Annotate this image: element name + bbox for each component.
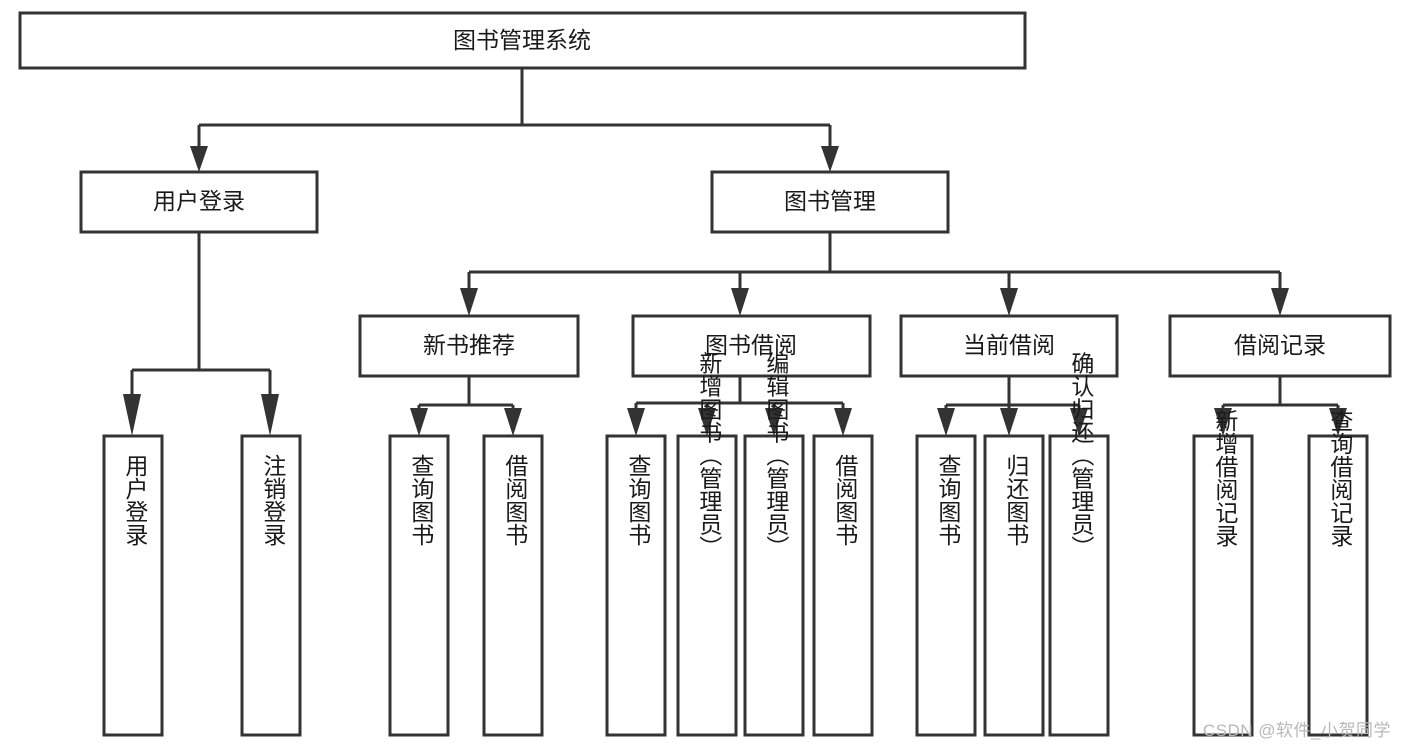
connector-newbook-to-leaves xyxy=(410,376,522,436)
node-leaf-logout[interactable]: 注销登录 xyxy=(240,434,302,737)
node-book-management-label: 图书管理 xyxy=(784,188,876,214)
node-new-book-recommend[interactable]: 新书推荐 xyxy=(358,314,580,378)
node-leaf-add-book-label: 新增图书（管理员） xyxy=(696,352,723,559)
node-leaf-query-borrow-record-label: 查询借阅记录 xyxy=(1327,409,1354,547)
node-leaf-borrow-book-2[interactable]: 借阅图书 xyxy=(812,434,874,737)
connector-login-to-leaves xyxy=(123,232,279,436)
node-leaf-add-borrow-record[interactable]: 新增借阅记录 xyxy=(1192,409,1254,737)
node-leaf-query-book-2[interactable]: 查询图书 xyxy=(605,434,667,737)
node-current-borrow-label: 当前借阅 xyxy=(963,332,1055,358)
node-leaf-confirm-return-label: 确认归还（管理员） xyxy=(1068,352,1095,559)
node-leaf-query-borrow-record[interactable]: 查询借阅记录 xyxy=(1307,409,1369,737)
connector-record-to-leaves xyxy=(1214,376,1347,436)
node-new-book-recommend-label: 新书推荐 xyxy=(423,332,515,358)
node-book-borrow[interactable]: 图书借阅 xyxy=(631,314,872,378)
node-leaf-confirm-return[interactable]: 确认归还（管理员） xyxy=(1048,352,1110,737)
node-user-login[interactable]: 用户登录 xyxy=(79,170,319,234)
node-book-borrow-label: 图书借阅 xyxy=(705,332,797,358)
node-root-label: 图书管理系统 xyxy=(453,27,591,53)
node-leaf-user-login-label: 用户登录 xyxy=(122,454,149,546)
node-book-management[interactable]: 图书管理 xyxy=(710,170,950,234)
connector-current-to-leaves xyxy=(937,376,1088,436)
node-leaf-add-book[interactable]: 新增图书（管理员） xyxy=(676,352,738,737)
node-user-login-label: 用户登录 xyxy=(153,188,245,214)
node-root[interactable]: 图书管理系统 xyxy=(18,11,1027,70)
node-leaf-query-book-3-label: 查询图书 xyxy=(935,454,962,546)
connector-root-to-level2 xyxy=(190,68,839,172)
connector-bookmgmt-to-level3 xyxy=(460,232,1289,316)
node-leaf-borrow-book-1-label: 借阅图书 xyxy=(502,454,529,546)
node-leaf-return-book-label: 归还图书 xyxy=(1003,454,1030,546)
node-leaf-user-login[interactable]: 用户登录 xyxy=(102,434,164,737)
node-leaf-query-book-1-label: 查询图书 xyxy=(408,454,435,546)
node-leaf-edit-book[interactable]: 编辑图书（管理员） xyxy=(743,352,805,737)
node-leaf-borrow-book-1[interactable]: 借阅图书 xyxy=(482,434,544,737)
node-leaf-query-book-3[interactable]: 查询图书 xyxy=(915,434,977,737)
node-leaf-add-borrow-record-label: 新增借阅记录 xyxy=(1212,409,1239,547)
node-borrow-record-label: 借阅记录 xyxy=(1234,332,1326,358)
node-leaf-return-book[interactable]: 归还图书 xyxy=(983,434,1045,737)
node-leaf-borrow-book-2-label: 借阅图书 xyxy=(832,454,859,546)
node-current-borrow[interactable]: 当前借阅 xyxy=(899,314,1119,378)
connector-borrow-to-leaves xyxy=(627,376,852,436)
node-leaf-logout-label: 注销登录 xyxy=(260,454,287,546)
node-leaf-edit-book-label: 编辑图书（管理员） xyxy=(763,352,790,559)
node-leaf-query-book-2-label: 查询图书 xyxy=(625,454,652,546)
node-borrow-record[interactable]: 借阅记录 xyxy=(1168,314,1392,378)
node-leaf-query-book-1[interactable]: 查询图书 xyxy=(388,434,450,737)
